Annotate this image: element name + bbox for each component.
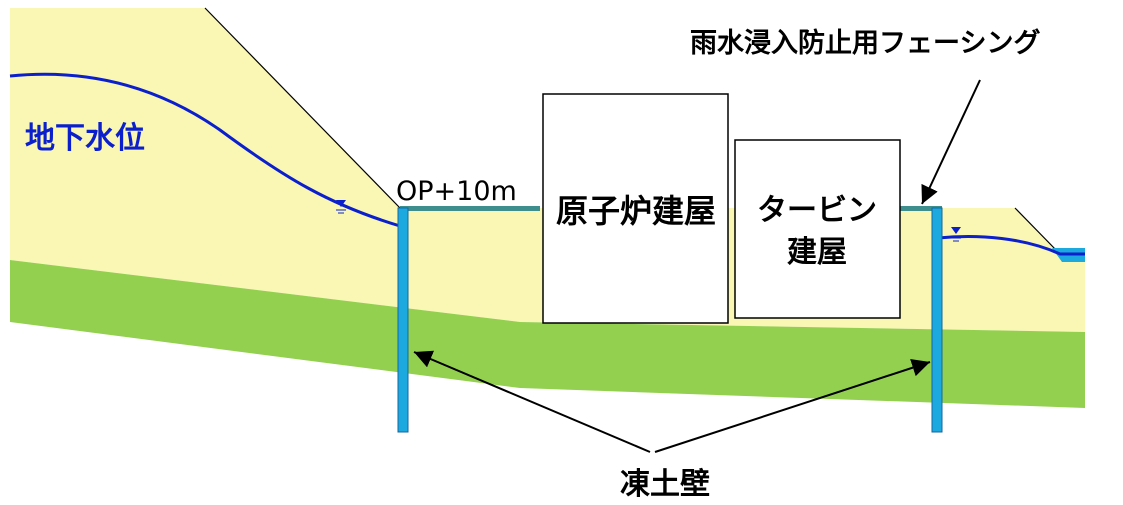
left-slope-outline <box>204 7 401 209</box>
arrow-to-left-wall <box>413 350 651 453</box>
frozen-wall-left <box>397 207 409 433</box>
groundwater-label: 地下水位 <box>25 121 145 156</box>
reactor-building-label: 原子炉建屋 <box>556 192 716 230</box>
water-level-marker-right <box>951 227 961 242</box>
ground-facing-left <box>400 206 540 211</box>
lower-soil-layer <box>10 260 1085 408</box>
fencing-label: 雨水浸入防止用フェーシング <box>690 27 1040 59</box>
rainwater-facing <box>898 206 942 211</box>
turbine-building <box>734 139 901 319</box>
reactor-building <box>542 93 729 324</box>
elevation-label: OP+10m <box>396 176 517 207</box>
frozen-wall-label: 凍土壁 <box>620 467 710 502</box>
groundwater-line-right <box>937 235 1085 256</box>
water-level-marker-left <box>336 200 346 214</box>
turbine-building-label-line2: 建屋 <box>787 235 847 270</box>
arrow-to-right-wall <box>654 359 931 453</box>
arrow-to-facing <box>921 79 981 205</box>
frozen-wall-right <box>931 207 943 433</box>
turbine-building-label-line1: タービン <box>757 193 877 228</box>
right-slope-outline <box>1014 207 1059 253</box>
